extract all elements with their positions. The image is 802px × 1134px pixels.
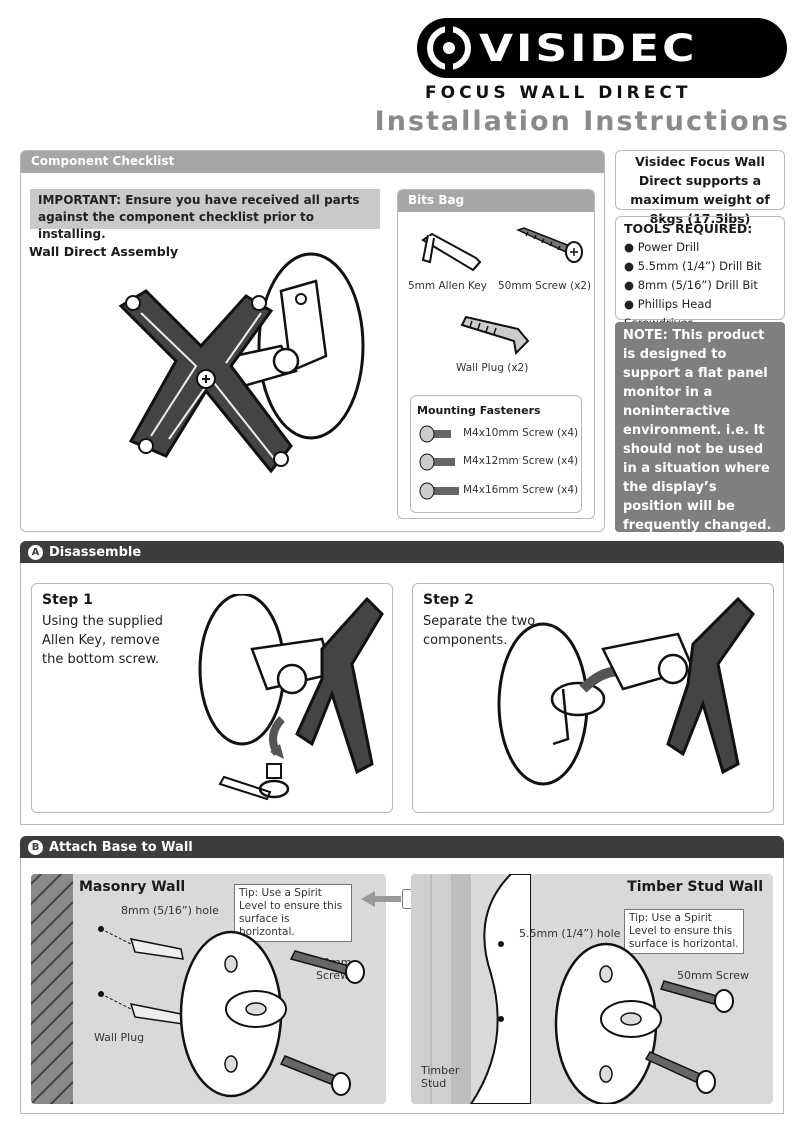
timber-wall-title: Timber Stud Wall	[627, 879, 763, 895]
wall-plug-caption: Wall Plug (x2)	[456, 362, 529, 374]
masonry-plug-label: Wall Plug	[94, 1031, 145, 1044]
bits-bag-panel: Bits Bag 5mm Allen Key 50mm Screw (x2) W…	[397, 189, 595, 519]
timber-hole-label: 5.5mm (1/4”) hole	[519, 927, 621, 940]
important-text: Ensure you have received all parts again…	[38, 193, 360, 241]
mounting-fasteners-title: Mounting Fasteners	[417, 404, 541, 417]
mounting-fasteners-panel: Mounting Fasteners M4x10mm Screw (x4) M4…	[410, 395, 582, 513]
section-letter-badge: B	[28, 839, 43, 855]
timber-tip: Tip: Use a Spirit Level to ensure this s…	[624, 909, 744, 954]
screw-caption: 50mm Screw (x2)	[498, 280, 592, 292]
step-2-title: Step 2	[423, 592, 474, 608]
masonry-illustration	[98, 926, 365, 1098]
page-title: Installation Instructions	[374, 106, 790, 137]
step-2-panel: Step 2 Separate the two components.	[412, 583, 774, 813]
disassemble-title: Disassemble	[49, 544, 142, 560]
tool-item: ● Power Drill	[624, 240, 700, 254]
tools-required-panel: TOOLS REQUIRED: ● Power Drill ● 5.5mm (1…	[615, 216, 785, 330]
component-checklist-section: Component Checklist IMPORTANT: Ensure yo…	[20, 150, 605, 532]
timber-illustration	[498, 941, 734, 1104]
step-2-illustration	[497, 596, 755, 786]
fastener-12mm: M4x12mm Screw (x4)	[463, 455, 579, 467]
bits-bag-header: Bits Bag	[398, 190, 594, 212]
masonry-tip: Tip: Use a Spirit Level to ensure this s…	[234, 884, 352, 942]
tools-title: TOOLS REQUIRED:	[624, 221, 753, 236]
step-2-text: Separate the two components.	[423, 614, 536, 648]
assembly-label: Wall Direct Assembly	[29, 244, 179, 259]
allen-key-icon	[421, 232, 482, 272]
brand-wordmark: VISIDEC	[479, 26, 698, 70]
tool-item: ● 5.5mm (1/4”) Drill Bit	[624, 259, 762, 273]
important-label: IMPORTANT:	[38, 193, 122, 207]
m4-screw-short-icon	[419, 425, 451, 443]
brand-logo: VISIDEC	[417, 18, 787, 78]
logo-mark-icon	[421, 20, 477, 76]
attach-base-title: Attach Base to Wall	[49, 839, 193, 855]
section-letter-badge: A	[28, 544, 43, 560]
product-tagline: FOCUS WALL DIRECT	[425, 83, 692, 103]
disassemble-section: Step 1 Using the supplied Allen Key, rem…	[20, 563, 784, 825]
m4-screw-medium-icon	[419, 453, 455, 471]
timber-stud-wall-panel: Timber Stud Wall Tip: Use a Spirit Level…	[411, 874, 773, 1104]
timber-stud-icon	[411, 874, 531, 1104]
wall-plug-icon	[460, 315, 530, 355]
capacity-note: Visidec Focus Wall Direct supports a max…	[615, 150, 785, 226]
masonry-wall-panel: Masonry Wall Tip: Use a Spirit Level to …	[31, 874, 386, 1104]
masonry-wall-title: Masonry Wall	[79, 879, 186, 895]
attach-base-header: B Attach Base to Wall	[20, 836, 784, 858]
masonry-hole-label: 8mm (5/16”) hole	[121, 904, 219, 917]
m4-screw-long-icon	[419, 482, 459, 500]
timber-screw-label: 50mm Screw	[677, 969, 749, 982]
masonry-hatch-icon	[31, 874, 73, 1104]
step-1-panel: Step 1 Using the supplied Allen Key, rem…	[31, 583, 393, 813]
section-header: Component Checklist	[21, 151, 604, 173]
step-1-text: Using the supplied Allen Key, remove the…	[42, 614, 163, 667]
step-1-title: Step 1	[42, 592, 93, 608]
tool-item: ● 8mm (5/16”) Drill Bit	[624, 278, 758, 292]
step-1-illustration	[198, 594, 384, 801]
fastener-16mm: M4x16mm Screw (x4)	[463, 484, 579, 496]
left-arrow-icon	[361, 891, 401, 907]
screw-icon	[516, 227, 583, 263]
wall-direct-assembly-illustration	[118, 252, 365, 474]
usage-note: NOTE: This product is designed to suppor…	[615, 322, 785, 533]
allen-key-caption: 5mm Allen Key	[408, 280, 487, 292]
fastener-10mm: M4x10mm Screw (x4)	[463, 427, 579, 439]
timber-stud-label: Timber Stud	[421, 1064, 460, 1090]
disassemble-header: A Disassemble	[20, 541, 784, 563]
attach-base-section: Masonry Wall Tip: Use a Spirit Level to …	[20, 858, 784, 1114]
important-notice: IMPORTANT: Ensure you have received all …	[30, 189, 380, 241]
